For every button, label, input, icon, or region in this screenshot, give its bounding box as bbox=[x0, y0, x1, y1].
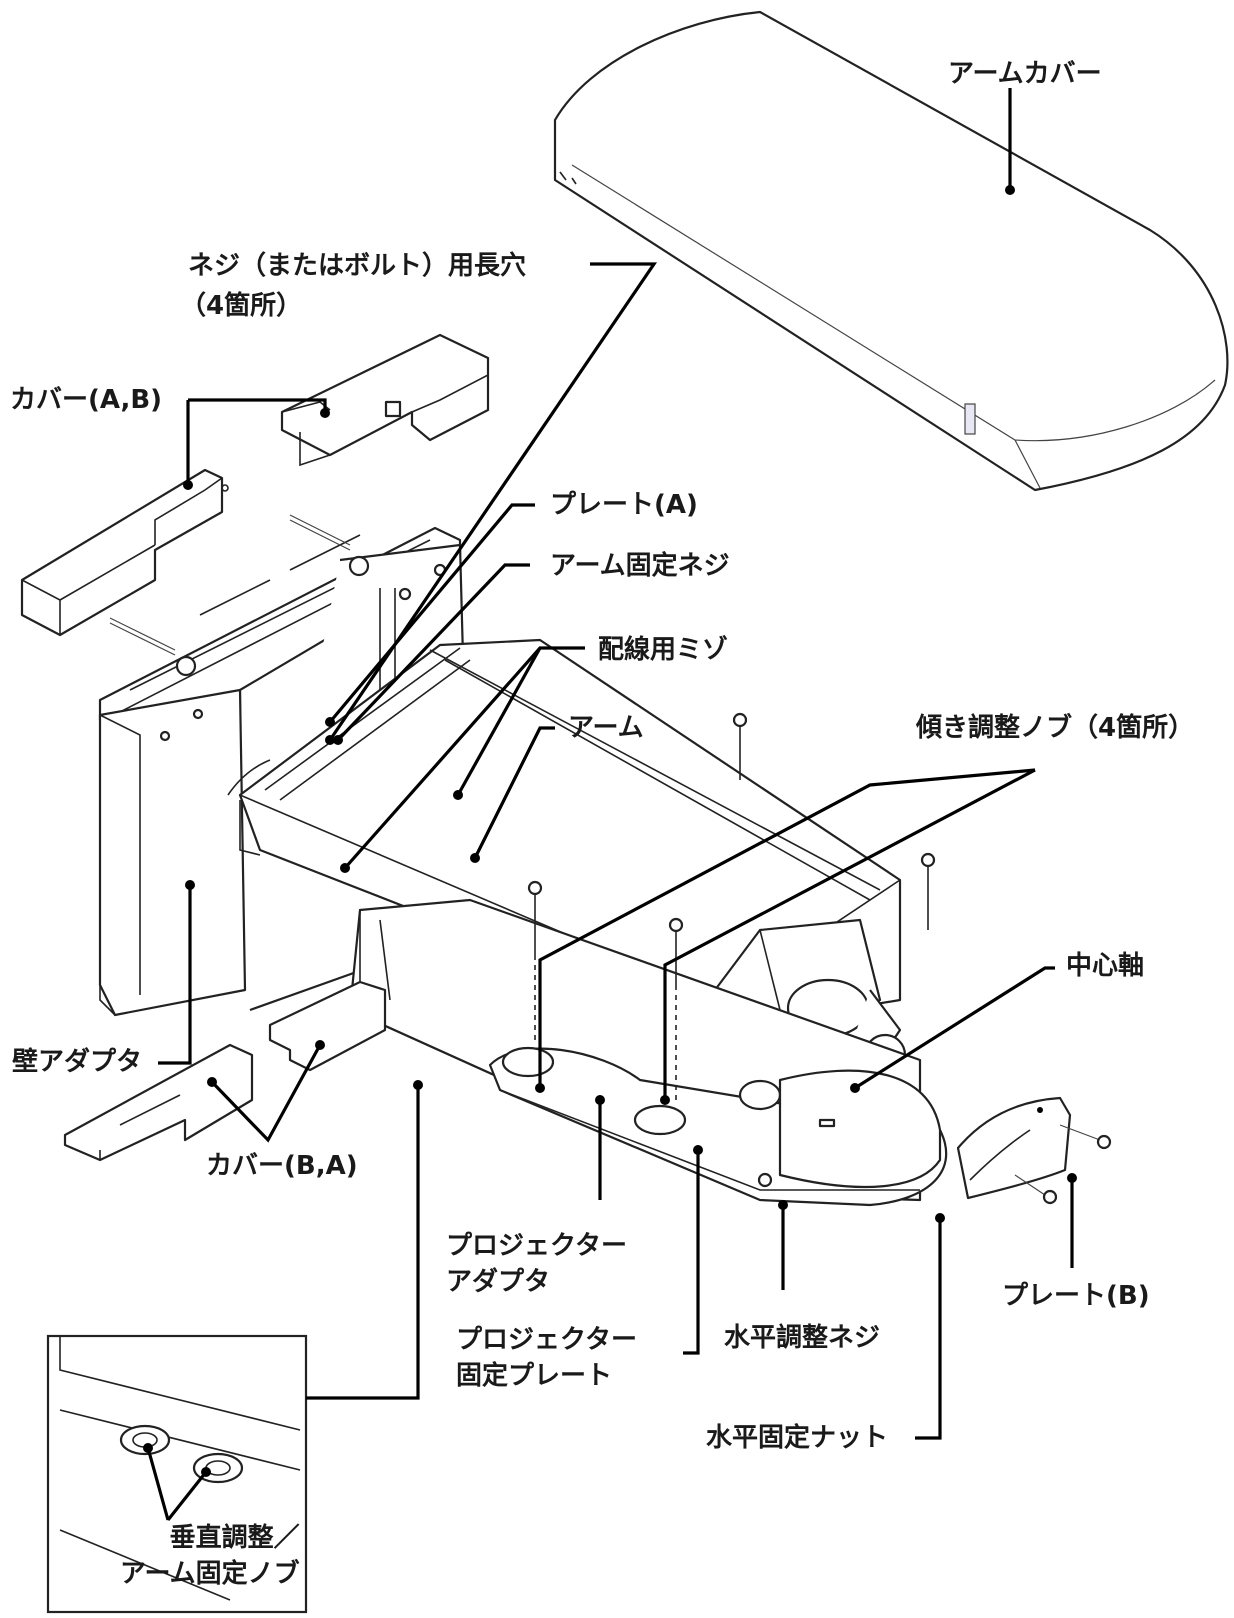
mount-screws-drawing bbox=[527, 712, 936, 1100]
plate-b-drawing bbox=[956, 1096, 1072, 1200]
side-screws-drawing bbox=[1014, 1124, 1112, 1205]
leader-lines bbox=[143, 88, 1077, 1521]
label-screw-slot-count: （4箇所） bbox=[180, 291, 303, 321]
label-wiring-groove: 配線用ミゾ bbox=[598, 635, 729, 665]
label-cover-ab: カバー(A,B) bbox=[10, 385, 163, 415]
label-horizontal-fix-nut: 水平固定ナット bbox=[706, 1423, 889, 1453]
label-arm: アーム bbox=[568, 713, 644, 743]
upper-cover-drawing bbox=[280, 333, 490, 467]
lower-cover-drawing bbox=[63, 980, 387, 1162]
label-plate-b: プレート(B) bbox=[1002, 1281, 1150, 1311]
label-screw-slot: ネジ（またはボルト）用長穴 bbox=[188, 251, 527, 281]
label-wall-adapter: 壁アダプタ bbox=[12, 1047, 143, 1077]
label-plate-a: プレート(A) bbox=[550, 490, 698, 520]
inset-detail-drawing bbox=[46, 1334, 308, 1614]
label-vertical-knob: 垂直調整／ アーム固定ノブ bbox=[120, 1523, 300, 1589]
left-cover-drawing bbox=[20, 468, 229, 637]
label-horizontal-adjust-screw: 水平調整ネジ bbox=[724, 1323, 881, 1353]
label-cover-ba: カバー(B,A) bbox=[206, 1151, 358, 1181]
label-arm-fix-screw: アーム固定ネジ bbox=[550, 551, 730, 581]
label-tilt-knob: 傾き調整ノブ（4箇所） bbox=[916, 713, 1195, 743]
label-arm-cover: アームカバー bbox=[948, 59, 1102, 89]
arm-cover-drawing bbox=[553, 10, 1229, 492]
label-projector-fix-plate: プロジェクター 固定プレート bbox=[456, 1325, 637, 1391]
label-projector-adapter: プロジェクター アダプタ bbox=[446, 1231, 627, 1297]
label-center-axis: 中心軸 bbox=[1066, 951, 1145, 981]
